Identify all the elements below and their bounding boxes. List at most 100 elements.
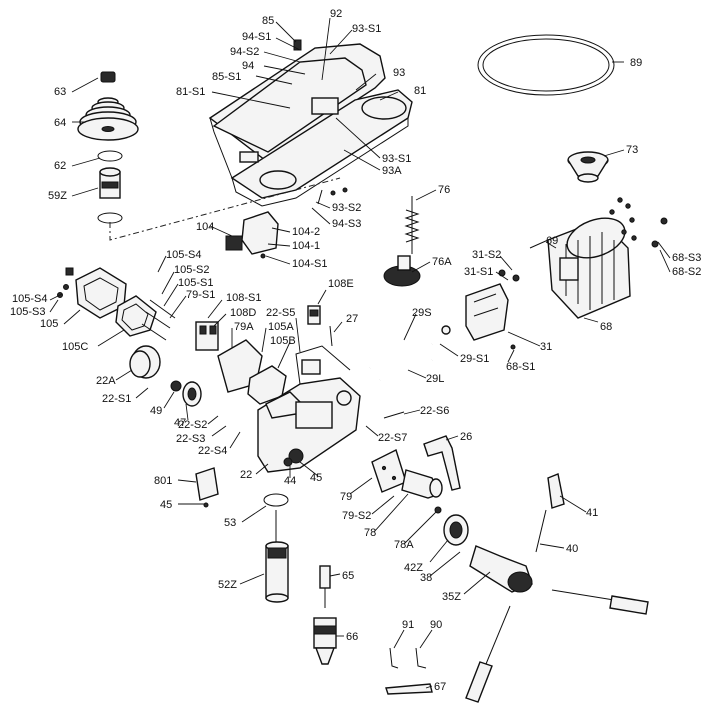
label-105-s3: 105-S3 [10, 306, 45, 318]
spindle-pulley-stack [77, 71, 341, 241]
label-22-s6: 22-S6 [420, 405, 449, 417]
label-92: 92 [330, 8, 342, 20]
spring-76 [404, 196, 420, 254]
label-93: 93 [393, 67, 405, 79]
gasket-105c [115, 295, 157, 337]
label-93-s1-top: 93-S1 [352, 23, 381, 35]
label-27: 27 [346, 313, 358, 325]
label-52z: 52Z [218, 579, 237, 591]
bracket-31 [441, 269, 520, 350]
label-66: 66 [346, 631, 358, 643]
label-81: 81 [414, 85, 426, 97]
label-45-left: 45 [160, 499, 172, 511]
label-104: 104 [196, 221, 214, 233]
chuck-66 [313, 617, 337, 665]
pulley-cover-81 [208, 43, 413, 207]
rod-40 [535, 509, 547, 553]
collar-78a [434, 506, 442, 514]
label-105-s1: 105-S1 [178, 277, 213, 289]
label-801 [195, 467, 219, 501]
hex-key-90 [415, 647, 427, 669]
label-59z: 59Z [48, 190, 67, 202]
label-93-s2: 93-S2 [332, 202, 361, 214]
label-73: 73 [626, 144, 638, 156]
hex-key-91 [389, 647, 399, 669]
label-105-s4-left: 105-S4 [12, 293, 47, 305]
label-35z: 35Z [442, 591, 461, 603]
label-63: 63 [54, 86, 66, 98]
label-22-s5: 22-S5 [266, 307, 295, 319]
label-68-s2: 68-S2 [672, 266, 701, 278]
label-104-1: 104-1 [292, 240, 320, 252]
label-67: 67 [434, 681, 446, 693]
motor-68 [529, 197, 637, 319]
label-40: 40 [566, 543, 578, 555]
label-68-s1: 68-S1 [506, 361, 535, 373]
label-105-s2: 105-S2 [174, 264, 209, 276]
part-labels: 85 92 94-S1 93-S1 94-S2 94 93 85-S1 81 8… [10, 8, 701, 693]
nut-44 [283, 457, 293, 467]
label-85: 85 [262, 15, 274, 27]
label-69: 69 [546, 235, 558, 247]
label-31: 31 [540, 341, 552, 353]
screw-27 [329, 325, 333, 347]
screw-94-s3 [317, 187, 348, 205]
pinion-shaft-35z [469, 545, 533, 593]
rod-29s [369, 342, 433, 370]
motor-pulley-73 [567, 151, 609, 183]
leader-lines [49, 17, 671, 689]
label-94: 94 [242, 60, 254, 72]
label-22: 22 [240, 469, 252, 481]
label-68-s3: 68-S3 [672, 252, 701, 264]
gear-42z [443, 514, 469, 546]
belt-89 [477, 34, 615, 96]
screws-105-s [141, 299, 176, 341]
switch-assembly-104 [225, 211, 279, 259]
knob-41 [547, 473, 565, 509]
lever-26 [423, 435, 461, 491]
cover-22a [129, 345, 161, 379]
label-79-s1: 79-S1 [186, 289, 215, 301]
label-22-s2: 22-S2 [178, 419, 207, 431]
switch-108e [307, 305, 321, 325]
ring-53 [263, 493, 289, 507]
label-31-s2: 31-S2 [472, 249, 501, 261]
label-105a: 105A [268, 321, 294, 333]
shaft-78 [401, 469, 443, 499]
label-49: 49 [150, 405, 162, 417]
screw-22-s6 [383, 411, 405, 419]
label-79-s2: 79-S2 [342, 510, 371, 522]
label-62: 62 [54, 160, 66, 172]
label-68: 68 [600, 321, 612, 333]
label-91: 91 [402, 619, 414, 631]
quill-52z [265, 510, 289, 603]
screw-85 [293, 39, 302, 51]
label-31-s1: 31-S1 [464, 266, 493, 278]
label-29s: 29S [412, 307, 432, 319]
label-93-s1-bottom: 93-S1 [382, 153, 411, 165]
label-29l: 29L [426, 373, 444, 385]
label-76: 76 [438, 184, 450, 196]
arbor-65 [319, 565, 331, 608]
label-89: 89 [630, 57, 642, 69]
label-76a: 76A [432, 256, 452, 268]
label-64: 64 [54, 117, 66, 129]
label-22-s4: 22-S4 [198, 445, 227, 457]
label-26: 26 [460, 431, 472, 443]
switch-box-105 [57, 267, 127, 319]
label-104-s1: 104-S1 [292, 258, 327, 270]
head-casting-22 [257, 345, 361, 473]
label-93a: 93A [382, 165, 402, 177]
label-45-right: 45 [310, 472, 322, 484]
label-78: 78 [364, 527, 376, 539]
label-22-s7: 22-S7 [378, 432, 407, 444]
label-78a: 78A [394, 539, 414, 551]
label-65: 65 [342, 570, 354, 582]
handle-arm-lower [465, 605, 511, 703]
label-108-s1: 108-S1 [226, 292, 261, 304]
label-38: 38 [420, 572, 432, 584]
gear-47 [182, 381, 202, 407]
drift-key-67 [385, 683, 433, 695]
label-22-s1: 22-S1 [102, 393, 131, 405]
